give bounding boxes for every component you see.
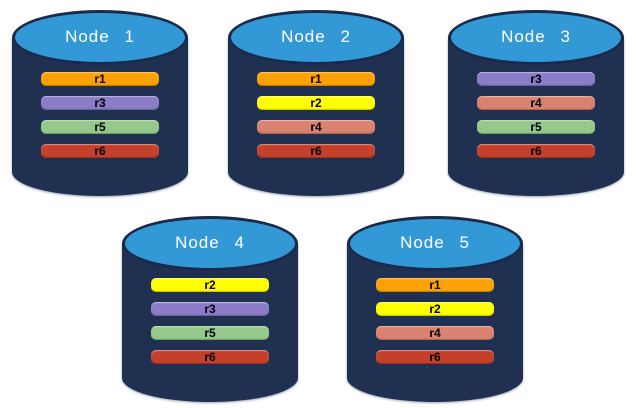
node-label: Node 1 — [65, 26, 135, 46]
replica-bar: r2 — [151, 278, 269, 292]
cylinder-top: Node 2 — [228, 10, 404, 65]
replica-bar: r4 — [477, 96, 595, 110]
replica-bar: r1 — [41, 72, 159, 86]
replica-bar: r1 — [257, 72, 375, 86]
node-4-cylinder: Node 4 r2 r3 r5 r6 — [122, 216, 298, 402]
node-2-cylinder: Node 2 r1 r2 r4 r6 — [228, 10, 404, 196]
replica-bar: r6 — [151, 350, 269, 364]
node-label: Node 4 — [175, 232, 245, 252]
replica-bar: r5 — [41, 120, 159, 134]
replica-bar: r2 — [376, 302, 494, 316]
replica-bar: r6 — [376, 350, 494, 364]
node-label: Node 3 — [501, 26, 571, 46]
replica-bar: r6 — [41, 144, 159, 158]
replica-list: r1 r2 r4 r6 — [257, 72, 375, 168]
replica-list: r1 r2 r4 r6 — [376, 278, 494, 374]
replica-bar: r6 — [257, 144, 375, 158]
replica-bar: r2 — [257, 96, 375, 110]
node-1-cylinder: Node 1 r1 r3 r5 r6 — [12, 10, 188, 196]
replica-bar: r4 — [257, 120, 375, 134]
replica-bar: r4 — [376, 326, 494, 340]
replica-list: r3 r4 r5 r6 — [477, 72, 595, 168]
replica-bar: r6 — [477, 144, 595, 158]
replica-bar: r3 — [151, 302, 269, 316]
cylinder-top: Node 5 — [347, 216, 523, 271]
node-label: Node 5 — [400, 232, 470, 252]
replica-bar: r3 — [477, 72, 595, 86]
cylinder-top: Node 1 — [12, 10, 188, 65]
node-3-cylinder: Node 3 r3 r4 r5 r6 — [448, 10, 624, 196]
node-5-cylinder: Node 5 r1 r2 r4 r6 — [347, 216, 523, 402]
cylinder-top: Node 4 — [122, 216, 298, 271]
replica-list: r2 r3 r5 r6 — [151, 278, 269, 374]
node-label: Node 2 — [281, 26, 351, 46]
replica-list: r1 r3 r5 r6 — [41, 72, 159, 168]
replica-bar: r5 — [477, 120, 595, 134]
replica-bar: r5 — [151, 326, 269, 340]
replica-bar: r3 — [41, 96, 159, 110]
replica-bar: r1 — [376, 278, 494, 292]
cylinder-top: Node 3 — [448, 10, 624, 65]
